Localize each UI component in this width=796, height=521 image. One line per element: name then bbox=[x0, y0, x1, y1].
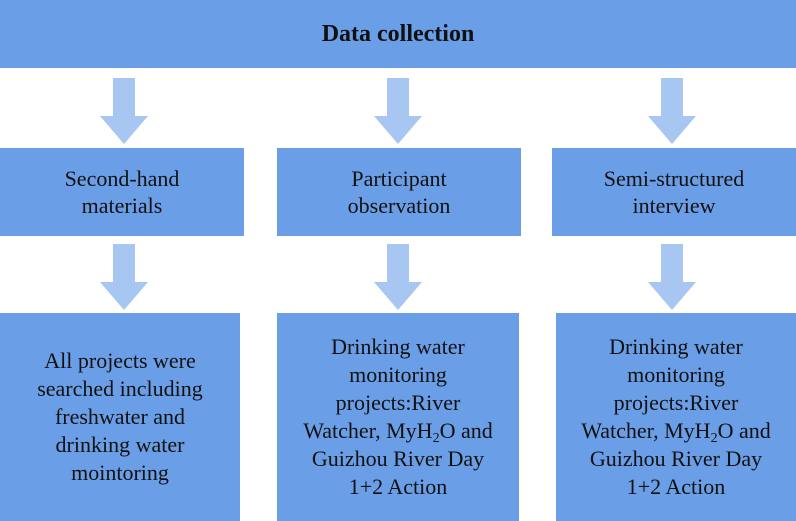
method-label: Semi-structured interview bbox=[603, 165, 745, 219]
detail-label-suffix: O and Guizhou River Day 1+2 Action bbox=[589, 418, 771, 499]
data-collection-label: Data collection bbox=[321, 20, 475, 47]
detail-label-prefix: Drinking water monitoring projects:River… bbox=[581, 334, 743, 443]
detail-label: All projects were searched including fre… bbox=[37, 348, 203, 485]
down-arrow-icon bbox=[648, 244, 696, 310]
participant-observation-box: Participant observation bbox=[277, 148, 521, 236]
subscript-2: 2 bbox=[710, 431, 718, 446]
method-label: Participant observation bbox=[347, 165, 451, 219]
data-collection-box: Data collection bbox=[0, 0, 796, 68]
down-arrow-icon bbox=[374, 78, 422, 144]
down-arrow-icon bbox=[648, 78, 696, 144]
detail-label: Drinking water monitoring projects:River… bbox=[296, 333, 501, 501]
subscript-2: 2 bbox=[432, 431, 440, 446]
semi-structured-interview-detail-box: Drinking water monitoring projects:River… bbox=[556, 313, 796, 521]
down-arrow-icon bbox=[100, 78, 148, 144]
detail-label: Drinking water monitoring projects:River… bbox=[574, 333, 779, 501]
down-arrow-icon bbox=[374, 244, 422, 310]
second-hand-materials-box: Second-hand materials bbox=[0, 148, 244, 236]
method-label: Second-hand materials bbox=[64, 165, 180, 219]
semi-structured-interview-box: Semi-structured interview bbox=[552, 148, 796, 236]
second-hand-materials-detail-box: All projects were searched including fre… bbox=[0, 313, 240, 521]
participant-observation-detail-box: Drinking water monitoring projects:River… bbox=[277, 313, 519, 521]
detail-label-suffix: O and Guizhou River Day 1+2 Action bbox=[311, 418, 493, 499]
detail-label-prefix: Drinking water monitoring projects:River… bbox=[303, 334, 465, 443]
down-arrow-icon bbox=[100, 244, 148, 310]
